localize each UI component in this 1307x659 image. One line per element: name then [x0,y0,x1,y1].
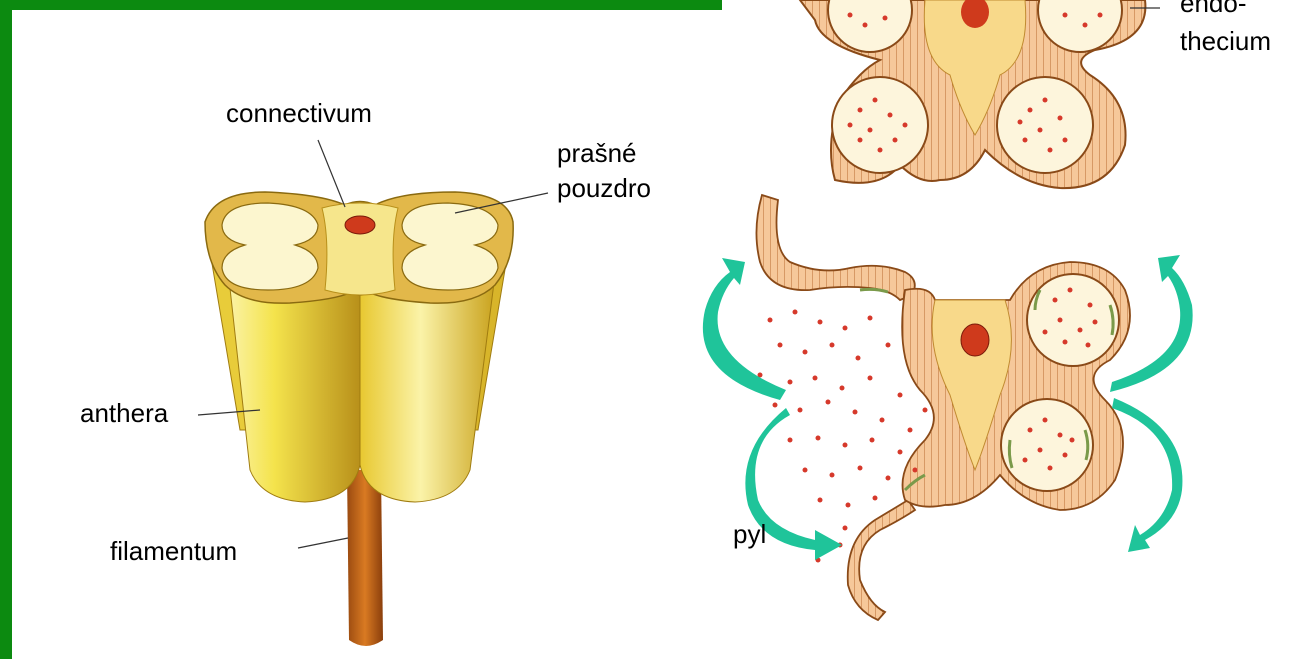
label-endothecium-1: endo- [1180,0,1247,18]
dehiscence-arrow-right-lower [1112,398,1182,552]
dehisced-wall-lower [848,500,915,620]
anther-cross-section [800,0,1160,188]
anther-3d-illustration [198,140,548,646]
label-connectivum: connectivum [226,98,372,128]
label-prasne-pouzdro-2: pouzdro [557,173,651,203]
label-filamentum: filamentum [110,536,237,566]
vascular-bundle [345,216,375,234]
pollen-sac-top-left-lower [832,77,928,173]
label-pyl: pyl [733,519,766,549]
leader-connectivum [318,140,345,207]
pollen-sac-bottom-right-upper [1027,274,1119,366]
pollen-sac-bottom-right-lower [1001,399,1093,491]
leader-filamentum [298,538,348,548]
label-endothecium-2: thecium [1180,26,1271,56]
label-prasne-pouzdro-1: prašné [557,138,637,168]
label-anthera: anthera [80,398,168,428]
dehisced-wall-upper [756,195,914,300]
filament [347,470,383,646]
released-pollen [758,310,928,563]
vascular-bundle-bottom [961,324,989,356]
dehiscing-anther [756,195,1130,620]
pollen-sac-top-right-lower [997,77,1093,173]
